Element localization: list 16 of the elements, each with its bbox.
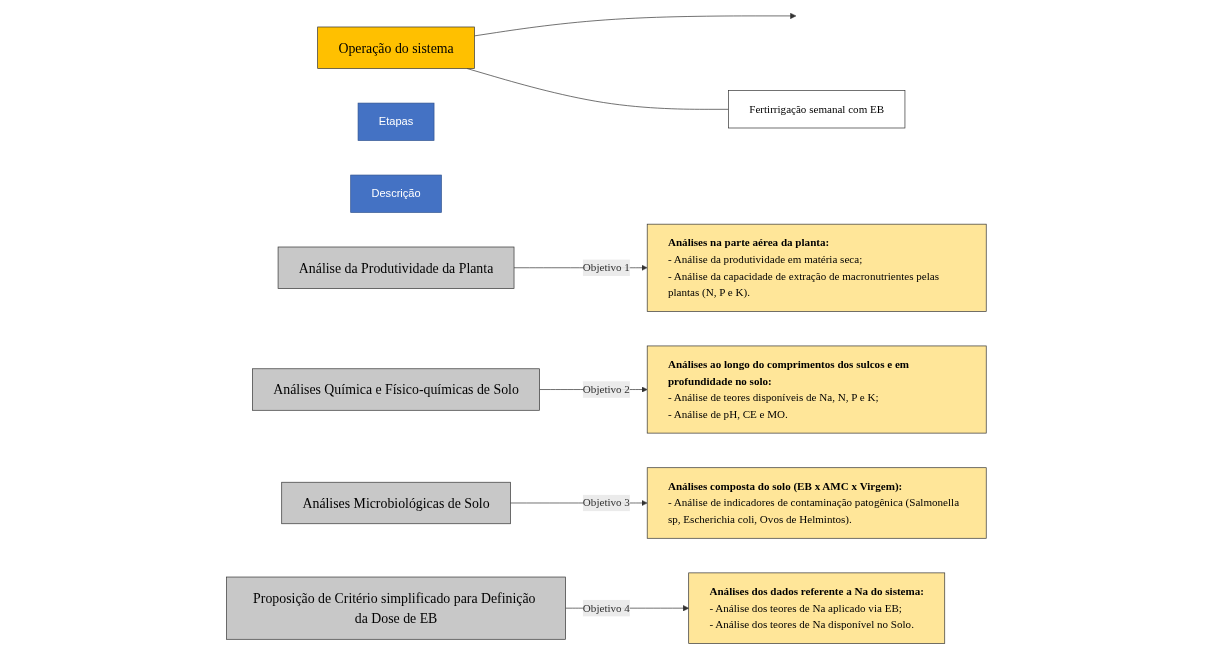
edge-label: Objetivo 1: [582, 261, 631, 274]
edge-label: Objetivo 3: [582, 496, 631, 509]
node-box: Análises Microbiológicas de Solo: [281, 481, 511, 525]
node-box: Análise da Produtividade da Planta: [277, 246, 515, 289]
node-box: Proposição de Critério simplificado para Definição da Dose de EB: [226, 576, 566, 640]
node-box: Operação do sistema: [317, 26, 475, 69]
node-box: Etapas: [357, 102, 435, 141]
node-box: Fertirrigação semanal com EB: [728, 90, 906, 129]
node-box: Análises Química e Físico-químicas de Solo: [252, 368, 541, 411]
node-box: Análises na parte aérea da planta: - Análise da produtividade em matéria seca; - Análise da capacidade de extração de macronutrientes pelas plantas (N, P e K).: [646, 223, 987, 312]
node-box: Análises dos dados referente a Na do sistema: - Análise dos teores de Na aplicado via EB; - Análise dos teores de Na disponível no Solo.: [688, 572, 946, 644]
node-box: Análises composta do solo (EB x AMC x Virgem): - Análise de indicadores de contaminação patogênica (Salmonella sp, Escherichia coli, Ovos de Helmintos).: [646, 467, 987, 539]
node-box: Descrição: [350, 174, 442, 213]
node-box: Análises ao longo do comprimentos dos sulcos e em profundidade no solo: - Análise de teores disponíveis de Na, N, P e K; - Análise de pH, CE e MO.: [646, 345, 987, 434]
edge-label: Objetivo 2: [582, 383, 631, 396]
edge-label: Objetivo 4: [582, 601, 631, 614]
